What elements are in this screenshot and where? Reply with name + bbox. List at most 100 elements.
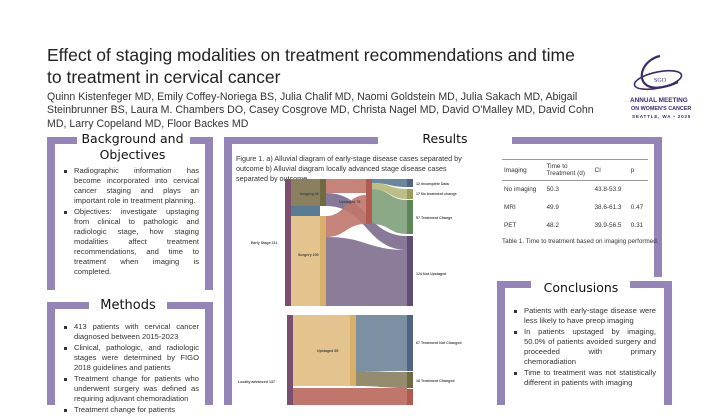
frame-bar <box>497 281 505 405</box>
node-early-stage <box>285 179 291 306</box>
table-cell: 0.47 <box>630 204 644 211</box>
alluvial-diagram: Early Stage 211 Imaging 46 Surgery 150 U… <box>238 179 462 405</box>
flow-surgery-upstaged <box>326 195 366 237</box>
table-header: Time to Treatment (d) <box>544 159 593 181</box>
background-list: Radiographic information has become inco… <box>62 166 199 278</box>
node-not-changed <box>407 315 413 371</box>
table-cell: PET <box>504 222 517 229</box>
flow-other <box>291 206 320 216</box>
frame-bar <box>224 137 232 405</box>
frame-bar <box>497 281 531 288</box>
logo-mark-text: SGO <box>654 78 667 84</box>
node-label-surgery: Surgery 150 <box>298 253 319 257</box>
frame-bar <box>630 281 672 288</box>
table-cell: 39.9-56.5 <box>594 222 622 229</box>
table-cell <box>629 181 648 199</box>
node-surgery <box>320 216 326 306</box>
outcome-label: 12 Incomplete Data <box>416 182 450 186</box>
flow-upstaged-b <box>293 315 350 386</box>
list-item: Treatment change for patients <box>62 405 199 415</box>
list-item: Time to treatment was not statistically … <box>512 368 656 388</box>
outcome-label: 124 Not Upstaged <box>416 272 446 276</box>
flow-treatment-change <box>372 189 407 234</box>
outcome-label: 17 No treatment change <box>416 192 457 196</box>
flow-not-changed <box>356 315 407 371</box>
table-row: PET 48.2 39.9-56.5 0.31 <box>502 217 648 235</box>
table-cell: 0.31 <box>630 222 644 229</box>
node-upstaged <box>366 179 372 224</box>
flow-incomplete <box>372 179 407 187</box>
frame-bar <box>512 137 662 144</box>
list-item: Clinical, pathologic, and radiologic sta… <box>62 343 199 373</box>
frame-bar <box>47 137 55 290</box>
node-changed <box>407 372 413 388</box>
time-to-treatment-table: Imaging Time to Treatment (d) CI p No im… <box>502 159 648 235</box>
frame-bar <box>190 137 213 144</box>
table-caption: Table 1. Time to treatment based on imag… <box>502 238 659 245</box>
table-row: No imaging 50.3 43.8-53.9 <box>502 181 648 199</box>
frame-bar <box>664 281 672 405</box>
frame-bar <box>654 137 662 277</box>
conclusions-heading: Conclusions <box>543 280 619 295</box>
flow-changed <box>356 371 407 388</box>
list-item: Objectives: investigate upstaging from c… <box>62 207 199 277</box>
flow-imaging <box>291 179 320 206</box>
node-no-change <box>407 189 413 199</box>
results-heading: Results <box>422 131 468 146</box>
frame-bar <box>47 302 89 309</box>
outcome-label: 67 Treatment Not Changed <box>416 341 462 345</box>
frame-bar <box>167 302 213 309</box>
node-upstaged-b <box>350 315 356 386</box>
table-row: MRI 49.9 38.6-61.3 0.47 <box>502 199 648 217</box>
list-item: In patients upstaged by imaging, 50.0% o… <box>512 327 656 367</box>
background-heading: Background and Objectives <box>81 131 184 162</box>
table-cell: 49.9 <box>546 204 559 211</box>
table-cell: 43.8-53.9 <box>594 186 622 194</box>
author-list: Quinn Kistenfeger MD, Emily Coffey-Norie… <box>47 91 594 130</box>
flow-surgery <box>291 216 320 306</box>
sgo-logo: SGO ANNUAL MEETING ON WOMEN'S CANCER SEA… <box>622 50 712 120</box>
conclusions-background <box>497 281 672 405</box>
table-cell: MRI <box>504 204 516 211</box>
node-label-imaging: Imaging 46 <box>300 192 319 196</box>
logo-line1: ANNUAL MEETING <box>630 97 688 104</box>
flow-imaging-upstaged <box>326 179 366 193</box>
node-not-upstaged <box>407 236 413 306</box>
outcome-label: 57 Treatment Change <box>416 216 452 220</box>
table-cell: 48.2 <box>546 222 559 229</box>
list-item: Radiographic information has become inco… <box>62 166 199 206</box>
methods-heading: Methods <box>100 298 156 313</box>
node-label-early-stage: Early Stage 211 <box>251 241 277 245</box>
figure-caption: Figure 1. a) Alluvial diagram of early-s… <box>236 154 462 183</box>
node-treatment-change <box>407 200 413 234</box>
sgo-logo-mark-icon: SGO ANNUAL MEETING ON WOMEN'S CANCER SEA… <box>630 54 691 119</box>
table-cell: No imaging <box>504 186 537 194</box>
list-item: Treatment change for patients who underw… <box>62 374 199 404</box>
poster-title: Effect of staging modalities on treatmen… <box>47 45 575 87</box>
logo-line3: SEATTLE, WA • 2025 <box>632 114 691 119</box>
flow-not-upstaged-b <box>293 388 407 405</box>
frame-bar <box>224 137 378 144</box>
node-label-upstaged: Upstaged 78 <box>339 200 360 204</box>
outcome-label: 18 Treatment Changed <box>416 379 455 383</box>
table-header: Imaging <box>502 159 545 181</box>
table-header: CI <box>592 159 629 181</box>
conclusions-list: Patients with early-stage disease were l… <box>512 306 656 389</box>
flow-no-change <box>372 183 407 199</box>
node-label-upstaged-b: Upstaged 85 <box>317 349 338 353</box>
node-incomplete <box>407 179 413 187</box>
node-other-b <box>407 389 413 405</box>
list-item: Patients with early-stage disease were l… <box>512 306 656 326</box>
frame-bar <box>47 137 77 144</box>
flow-surgery-not-upstaged <box>326 237 407 306</box>
frame-bar <box>47 302 55 405</box>
frame-bar <box>205 302 213 405</box>
logo-line2: ON WOMEN'S CANCER <box>631 106 691 112</box>
frame-bar <box>205 137 213 290</box>
node-locally-advanced <box>287 315 293 405</box>
table-cell: 38.6-61.3 <box>594 204 622 211</box>
node-label-locally-advanced: Locally advanced 137 <box>238 380 275 384</box>
table-cell: 50.3 <box>546 186 559 194</box>
table-header: p <box>628 159 648 181</box>
node-imaging <box>320 179 326 206</box>
